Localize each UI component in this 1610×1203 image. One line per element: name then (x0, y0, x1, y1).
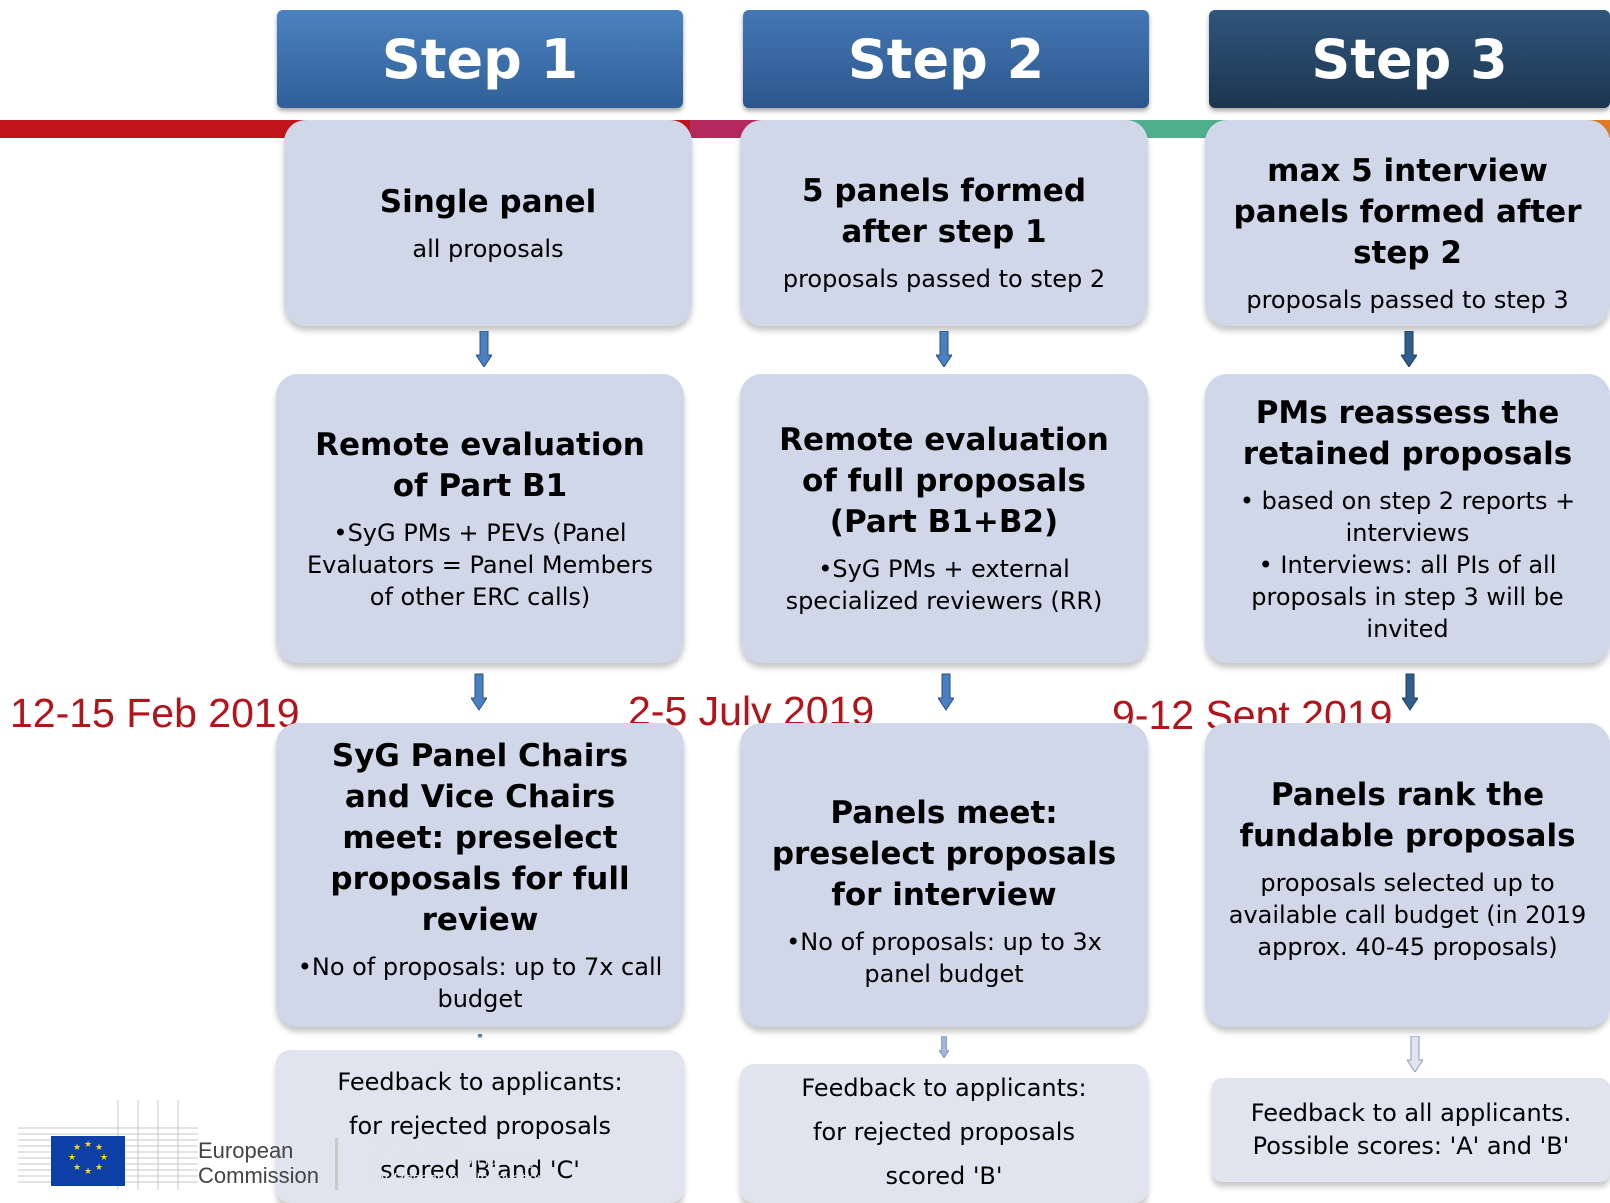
step-3-remote-bullets: • based on step 2 reports + interviews •… (1223, 485, 1592, 645)
bullet-item: •SyG PMs + external specialized reviewer… (785, 555, 1103, 615)
step-2-meeting-bullets: •No of proposals: up to 3x panel budget (758, 926, 1130, 990)
step-1-remote-bullets: •SyG PMs + PEVs (Panel Evaluators = Pane… (294, 517, 666, 613)
step-2-meeting-box: Panels meet: preselect proposals for int… (740, 723, 1148, 1027)
step-2-panel-box: 5 panels formed after step 1 proposals p… (740, 120, 1148, 326)
step-2-header: Step 2 (743, 10, 1149, 108)
step-3-feedback-box: Feedback to all applicants. Possible sco… (1212, 1078, 1610, 1182)
feedback-line: Possible scores: 'A' and 'B' (1252, 1132, 1570, 1160)
ec-name-line-1: European (198, 1138, 294, 1163)
svg-text:★: ★ (68, 1153, 76, 1163)
program-line-1: Horizon 2020 (372, 1134, 462, 1151)
down-arrow-icon (1402, 673, 1418, 711)
bullet-item: • based on step 2 reports + interviews (1239, 486, 1576, 547)
svg-text:★: ★ (95, 1163, 103, 1173)
svg-text:★: ★ (84, 1167, 92, 1177)
program-line-3: for Research & Innovation (372, 1170, 546, 1187)
step-2-meeting-title: Panels meet: preselect proposals for int… (771, 795, 1117, 913)
down-arrow-icon (936, 331, 952, 367)
down-arrow-icon (938, 673, 954, 711)
step-3-remote-box: PMs reassess the retained proposals • ba… (1205, 374, 1610, 663)
down-arrow-icon (471, 673, 487, 711)
step-3-panel-title: max 5 interview panels formed after step… (1233, 152, 1582, 271)
program-line-2: European Union funding (372, 1152, 534, 1169)
step-2-feedback-box: Feedback to applicants: for rejected pro… (740, 1064, 1148, 1203)
step-2-panel-subtitle: proposals passed to step 2 (782, 265, 1106, 293)
step-3-panel-subtitle: proposals passed to step 3 (1246, 285, 1569, 314)
footer-divider (335, 1138, 338, 1190)
down-arrow-icon (1401, 331, 1417, 367)
step-2-panel-title: 5 panels formed after step 1 (801, 173, 1087, 250)
bullet-item: •No of proposals: up to 3x panel budget (786, 928, 1102, 988)
feedback-line: scored 'B' (885, 1162, 1003, 1190)
step-1-feedback-box: Feedback to applicants: for rejected pro… (276, 1050, 684, 1203)
svg-text:★: ★ (84, 1140, 92, 1150)
step-3-feedback-text: Feedback to all applicants. Possible sco… (1251, 1097, 1571, 1163)
step-1-feedback-text: Feedback to applicants: for rejected pro… (337, 1060, 622, 1192)
feedback-line: scored 'B'and 'C' (380, 1156, 580, 1184)
bullet-item: proposals selected up to available call … (1228, 869, 1587, 961)
step-3-meeting-box: Panels rank the fundable proposals propo… (1205, 723, 1610, 1027)
step-3-meeting-title: Panels rank the fundable proposals (1239, 777, 1576, 854)
step-1-remote-box: Remote evaluation of Part B1 •SyG PMs + … (276, 374, 684, 663)
step-1-panel-box: Single panel all proposals (284, 120, 692, 326)
step-3-remote-title: PMs reassess the retained proposals (1242, 394, 1573, 472)
svg-text:★: ★ (73, 1143, 81, 1153)
feedback-line: for rejected proposals (813, 1118, 1075, 1146)
down-arrow-icon (938, 1036, 950, 1058)
step-3-header: Step 3 (1209, 10, 1610, 108)
ec-name-line-2: Commission (198, 1163, 320, 1188)
step-1-meeting-title: SyG Panel Chairs and Vice Chairs meet: p… (330, 737, 630, 938)
step-1-remote-title: Remote evaluation of Part B1 (315, 426, 645, 504)
step-1-header: Step 1 (277, 10, 683, 108)
svg-text:★: ★ (73, 1163, 81, 1173)
svg-text:★: ★ (100, 1153, 108, 1163)
down-arrow-icon (476, 331, 492, 367)
step-3-meeting-bullets: proposals selected up to available call … (1223, 867, 1592, 963)
step-2-remote-title: Remote evaluation of full proposals (Par… (779, 422, 1109, 540)
feedback-line: for rejected proposals (349, 1112, 611, 1140)
bullet-item: • Interviews: all PIs of all proposals i… (1251, 550, 1564, 643)
down-arrow-icon (1407, 1036, 1423, 1072)
feedback-line: Feedback to applicants: (337, 1068, 623, 1096)
svg-text:★: ★ (95, 1143, 103, 1153)
feedback-line: Feedback to applicants: (801, 1074, 1087, 1102)
step-1-meeting-bullets: •No of proposals: up to 7x call budget (294, 951, 666, 1015)
feedback-line: Feedback to all applicants. (1250, 1099, 1572, 1127)
step-2-remote-bullets: •SyG PMs + external specialized reviewer… (758, 553, 1130, 617)
step-1-panel-subtitle: all proposals (412, 234, 564, 263)
ec-building-logo-icon: ★★★ ★★★ ★★ (18, 1100, 198, 1190)
step-2-feedback-text: Feedback to applicants: for rejected pro… (801, 1066, 1086, 1198)
bullet-item: •No of proposals: up to 7x call budget (297, 952, 663, 1013)
down-arrow-icon (477, 1034, 483, 1038)
step-1-panel-title: Single panel (379, 183, 597, 220)
step-1-meeting-box: SyG Panel Chairs and Vice Chairs meet: p… (276, 723, 684, 1027)
step-3-panel-box: max 5 interview panels formed after step… (1205, 120, 1610, 326)
bullet-item: •SyG PMs + PEVs (Panel Evaluators = Pane… (306, 518, 654, 611)
step-2-remote-box: Remote evaluation of full proposals (Par… (740, 374, 1148, 663)
step-1-date: 12-15 Feb 2019 (10, 690, 300, 736)
